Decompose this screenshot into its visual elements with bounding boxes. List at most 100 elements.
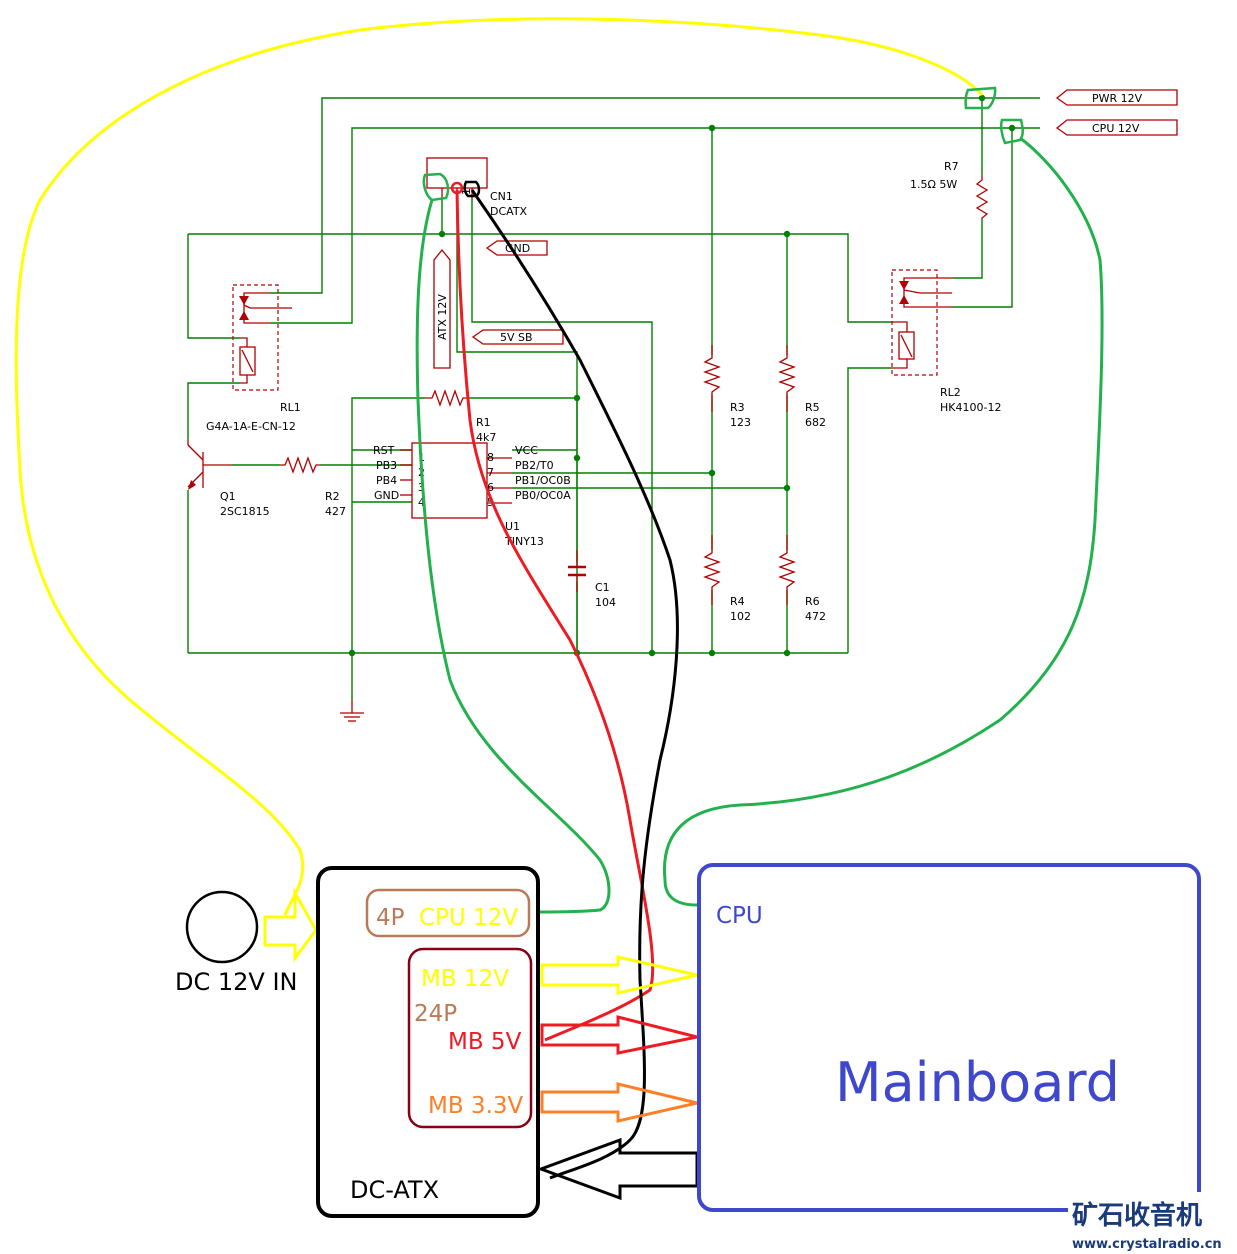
svg-text:Q1: Q1 — [220, 490, 236, 503]
svg-text:472: 472 — [805, 610, 826, 623]
annotation-green-loop — [422, 172, 450, 202]
svg-text:R3: R3 — [730, 401, 745, 414]
junction — [708, 469, 716, 477]
svg-text:G4A-1A-E-CN-12: G4A-1A-E-CN-12 — [206, 420, 296, 433]
svg-text:R7: R7 — [944, 160, 959, 173]
svg-text:PWR 12V: PWR 12V — [1092, 92, 1143, 105]
transistor-q1: Q1 2SC1815 — [187, 440, 270, 518]
mb-5v-label: MB 5V — [448, 1029, 522, 1055]
svg-text:R6: R6 — [805, 595, 820, 608]
input-arrow-icon — [263, 887, 318, 963]
mb-connector-box — [407, 947, 533, 1129]
junction-dots — [348, 94, 1016, 657]
junction — [648, 649, 656, 657]
svg-text:R4: R4 — [730, 595, 745, 608]
wire-r1 — [351, 397, 425, 653]
svg-text:PB2/T0: PB2/T0 — [515, 459, 554, 472]
svg-text:ATX 12V: ATX 12V — [436, 294, 449, 340]
junction — [783, 649, 791, 657]
junction — [708, 124, 716, 132]
junction — [708, 649, 716, 657]
resistor-r3: R3 123 — [703, 345, 751, 429]
arrow-mb-12v — [540, 955, 698, 995]
resistor-r1: R1 4k7 — [425, 389, 496, 444]
annotation-red-wire — [455, 189, 655, 1042]
resistor-r2: R2 427 — [280, 456, 346, 518]
port-cpu12v: CPU 12V — [1055, 119, 1178, 136]
svg-text:C1: C1 — [595, 581, 610, 594]
mainboard-cpu-label: CPU — [716, 903, 763, 929]
resistor-r5: R5 682 — [778, 345, 826, 429]
ic-u1: RST PB3 PB4 GND 1 2 3 4 8 7 6 5 VCC PB2/… — [373, 442, 571, 548]
svg-text:PB1/OC0B: PB1/OC0B — [515, 474, 571, 487]
port-5vsb: 5V SB — [471, 329, 564, 345]
annotation-cpu-loop — [999, 118, 1024, 145]
arrow-mb-3v3 — [540, 1082, 698, 1123]
watermark-title: 矿石收音机 — [1072, 1200, 1202, 1231]
arrow-mb-5v — [540, 1015, 698, 1055]
svg-text:8: 8 — [487, 451, 494, 464]
resistor-r7: R7 1.5Ω 5W — [910, 160, 989, 220]
cpu-connector-pins: 4P — [376, 905, 405, 931]
svg-text:RL1: RL1 — [280, 401, 301, 414]
svg-text:VCC: VCC — [515, 444, 538, 457]
svg-text:DCATX: DCATX — [490, 205, 528, 218]
svg-text:5V SB: 5V SB — [500, 331, 533, 344]
svg-text:1.5Ω 5W: 1.5Ω 5W — [910, 178, 957, 191]
svg-text:4: 4 — [418, 496, 425, 509]
wire-rl2-coil-bottom — [847, 367, 892, 653]
mb-12v-label: MB 12V — [421, 966, 509, 992]
cpu-connector-box — [365, 888, 531, 938]
junction — [1008, 124, 1016, 132]
svg-text:102: 102 — [730, 610, 751, 623]
svg-text:5: 5 — [487, 496, 494, 509]
svg-text:PB3: PB3 — [376, 459, 397, 472]
wire-atx12v-bus — [188, 233, 892, 323]
junction — [978, 94, 986, 102]
svg-text:104: 104 — [595, 596, 616, 609]
dc-in-label: DC 12V IN — [175, 968, 297, 996]
arrow-gnd-return — [536, 1137, 699, 1201]
svg-text:2SC1815: 2SC1815 — [220, 505, 270, 518]
annotation-green-wire-cn1 — [415, 199, 611, 914]
annotation-pwr-loop — [964, 86, 997, 110]
svg-text:GND: GND — [374, 489, 399, 502]
port-gnd: GND — [485, 240, 548, 256]
resistor-r4: R4 102 — [703, 535, 751, 623]
mainboard-label: Mainboard — [835, 1051, 1120, 1114]
schematic-wires — [187, 97, 1040, 700]
port-pwr12v: PWR 12V — [1055, 89, 1178, 106]
wire-cn1-5vsb — [456, 200, 578, 653]
junction — [438, 230, 446, 238]
wire-rl1-coil-top — [187, 234, 240, 339]
svg-text:GND: GND — [505, 242, 530, 255]
watermark-url: www.crystalradio.cn — [1072, 1237, 1222, 1252]
svg-text:123: 123 — [730, 416, 751, 429]
port-atx12v: ATX 12V — [433, 248, 451, 369]
svg-text:7: 7 — [487, 466, 494, 479]
annotation-yellow-wire — [14, 17, 984, 916]
relay-rl1: RL1 G4A-1A-E-CN-12 — [206, 284, 301, 433]
dcatx-box — [316, 866, 540, 1218]
svg-text:PB4: PB4 — [376, 474, 397, 487]
svg-text:R1: R1 — [476, 416, 491, 429]
wire-pwr12v — [270, 97, 1040, 294]
svg-text:427: 427 — [325, 505, 346, 518]
junction — [783, 484, 791, 492]
svg-text:682: 682 — [805, 416, 826, 429]
dcatx-label: DC-ATX — [350, 1176, 439, 1204]
cpu-connector-label: CPU 12V — [419, 905, 518, 931]
svg-text:4k7: 4k7 — [476, 431, 496, 444]
svg-text:RL2: RL2 — [940, 386, 961, 399]
wire-rl1-coil-bottom — [187, 382, 240, 440]
svg-text:PB0/OC0A: PB0/OC0A — [515, 489, 571, 502]
wire-cn1-gnd — [471, 200, 653, 653]
annotation-red-loop — [450, 181, 464, 195]
svg-text:R5: R5 — [805, 401, 820, 414]
svg-text:HK4100-12: HK4100-12 — [940, 401, 1001, 414]
mb-3v3-label: MB 3.3V — [428, 1093, 524, 1119]
junction — [348, 649, 356, 657]
dc-jack-icon — [185, 890, 259, 964]
svg-text:RST: RST — [373, 444, 395, 457]
